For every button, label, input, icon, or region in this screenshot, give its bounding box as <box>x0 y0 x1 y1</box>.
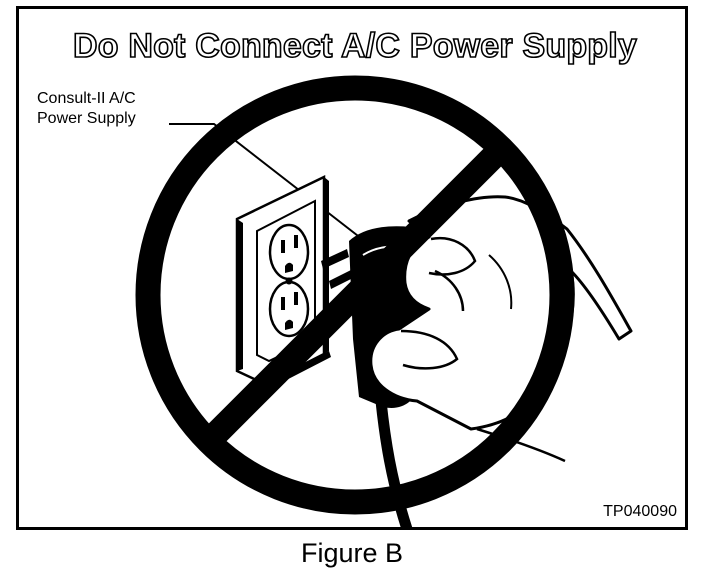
figure-title: Do Not Connect A/C Power Supply <box>72 26 638 66</box>
outlet-receptacle-upper <box>268 223 310 281</box>
figure-code: TP040090 <box>603 503 677 520</box>
prohibition-sign-icon <box>135 75 575 515</box>
figure-frame: Do Not Connect A/C Power Supply Consult-… <box>16 6 688 530</box>
callout-label: Consult-II A/C Power Supply <box>37 89 136 129</box>
power-cord <box>375 395 413 527</box>
callout-label-line-1: Consult-II A/C <box>37 90 136 107</box>
callout-label-line-2: Power Supply <box>37 110 136 127</box>
outlet-receptacle-lower <box>268 280 310 338</box>
figure-caption: Figure B <box>300 538 404 568</box>
illustration <box>135 75 633 527</box>
